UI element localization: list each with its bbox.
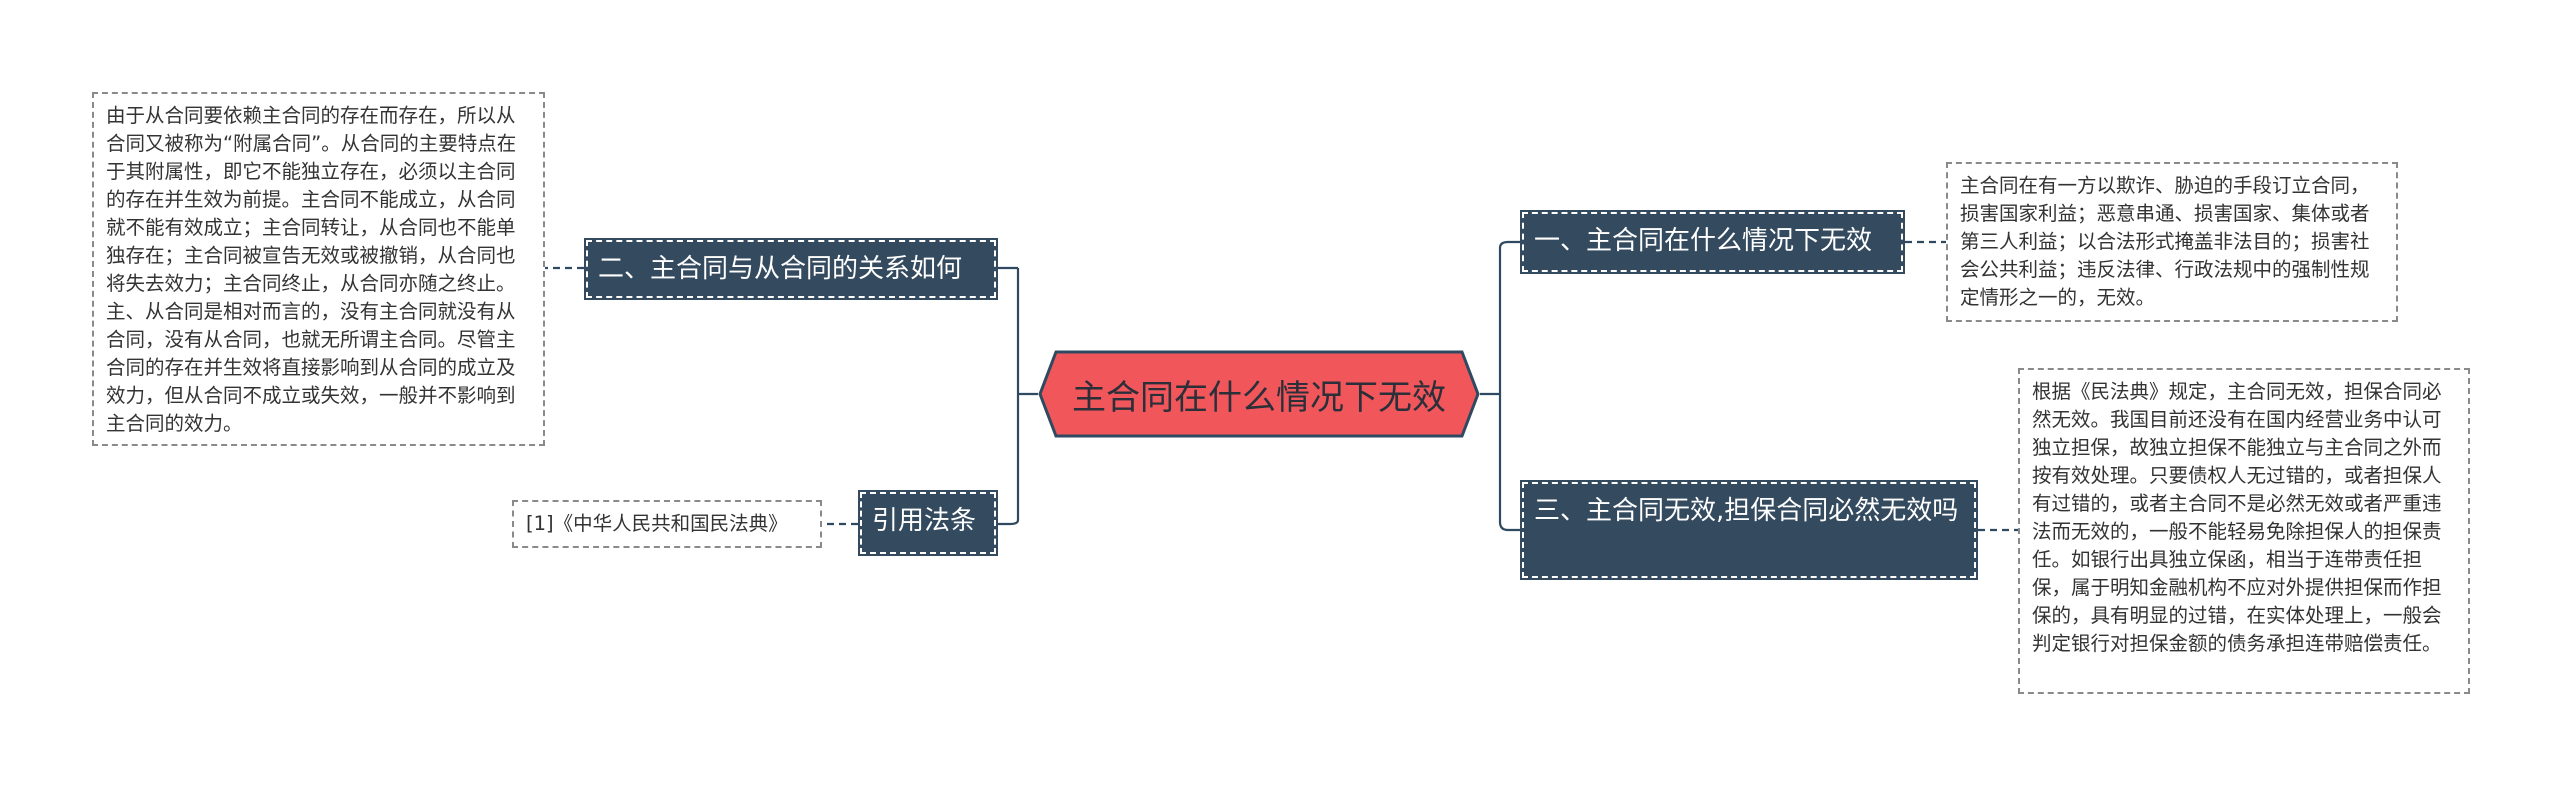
note-3: 根据《民法典》规定，主合同无效，担保合同必然无效。我国目前还没有在国内经营业务中… — [2018, 368, 2470, 694]
note-4-text: [1]《中华人民共和国民法典》 — [526, 512, 788, 535]
branch-4[interactable]: 引用法条 — [858, 490, 998, 556]
root-label: 主合同在什么情况下无效 — [1072, 377, 1446, 418]
branch-2-label: 二、主合同与从合同的关系如何 — [598, 254, 963, 284]
branch-1-label: 一、主合同在什么情况下无效 — [1534, 226, 1873, 256]
branch-4-label: 引用法条 — [872, 506, 977, 536]
root-shape — [1038, 350, 1480, 438]
note-3-text: 根据《民法典》规定，主合同无效，担保合同必然无效。我国目前还没有在国内经营业务中… — [2032, 380, 2442, 655]
note-1-text: 主合同在有一方以欺诈、胁迫的手段订立合同，损害国家利益；恶意串通、损害国家、集体… — [1960, 174, 2370, 309]
branch-3-label: 三、主合同无效,担保合同必然无效吗 — [1534, 496, 1959, 526]
connector-to-b4 — [998, 519, 1020, 526]
connector-to-b1 — [1498, 240, 1520, 249]
branch-1[interactable]: 一、主合同在什么情况下无效 — [1520, 210, 1905, 274]
branch-2[interactable]: 二、主合同与从合同的关系如何 — [584, 238, 998, 300]
note-2-text: 由于从合同要依赖主合同的存在而存在，所以从合同又被称为“附属合同”。从合同的主要… — [106, 104, 517, 435]
note-4: [1]《中华人民共和国民法典》 — [512, 500, 822, 548]
root-node[interactable]: 主合同在什么情况下无效 — [1038, 350, 1480, 438]
connector-to-b3 — [1498, 521, 1520, 532]
note-1: 主合同在有一方以欺诈、胁迫的手段订立合同，损害国家利益；恶意串通、损害国家、集体… — [1946, 162, 2398, 322]
note-2: 由于从合同要依赖主合同的存在而存在，所以从合同又被称为“附属合同”。从合同的主要… — [92, 92, 545, 446]
branch-3[interactable]: 三、主合同无效,担保合同必然无效吗 — [1520, 480, 1978, 580]
